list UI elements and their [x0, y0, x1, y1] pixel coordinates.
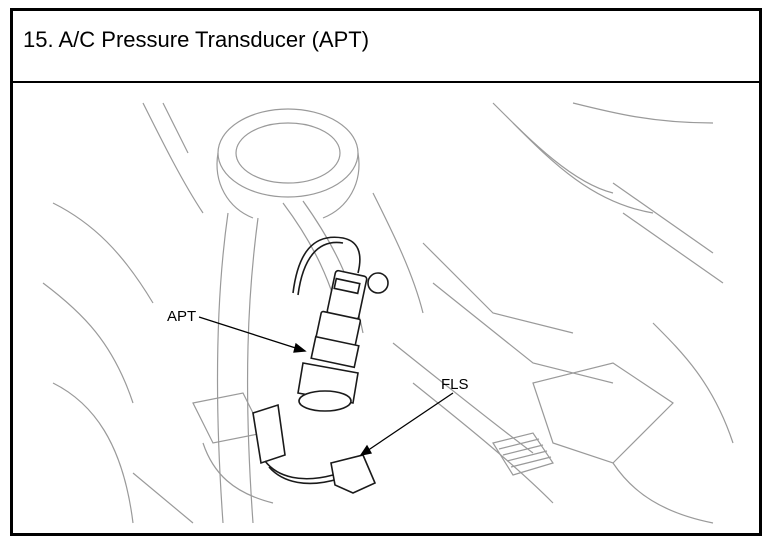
apt-callout-label: APT: [167, 308, 196, 325]
step-title: 15. A/C Pressure Transducer (APT): [23, 27, 370, 52]
apt-sensor: [292, 236, 389, 412]
component-illustration: APT FLS: [13, 83, 759, 533]
title-row: 15. A/C Pressure Transducer (APT): [13, 11, 759, 83]
fls-sensor: [252, 403, 377, 494]
leader-lines: [198, 316, 454, 456]
engine-bay-line-art: [42, 102, 734, 524]
fls-callout-label: FLS: [441, 376, 469, 393]
procedure-step-box: 15. A/C Pressure Transducer (APT): [10, 8, 762, 536]
